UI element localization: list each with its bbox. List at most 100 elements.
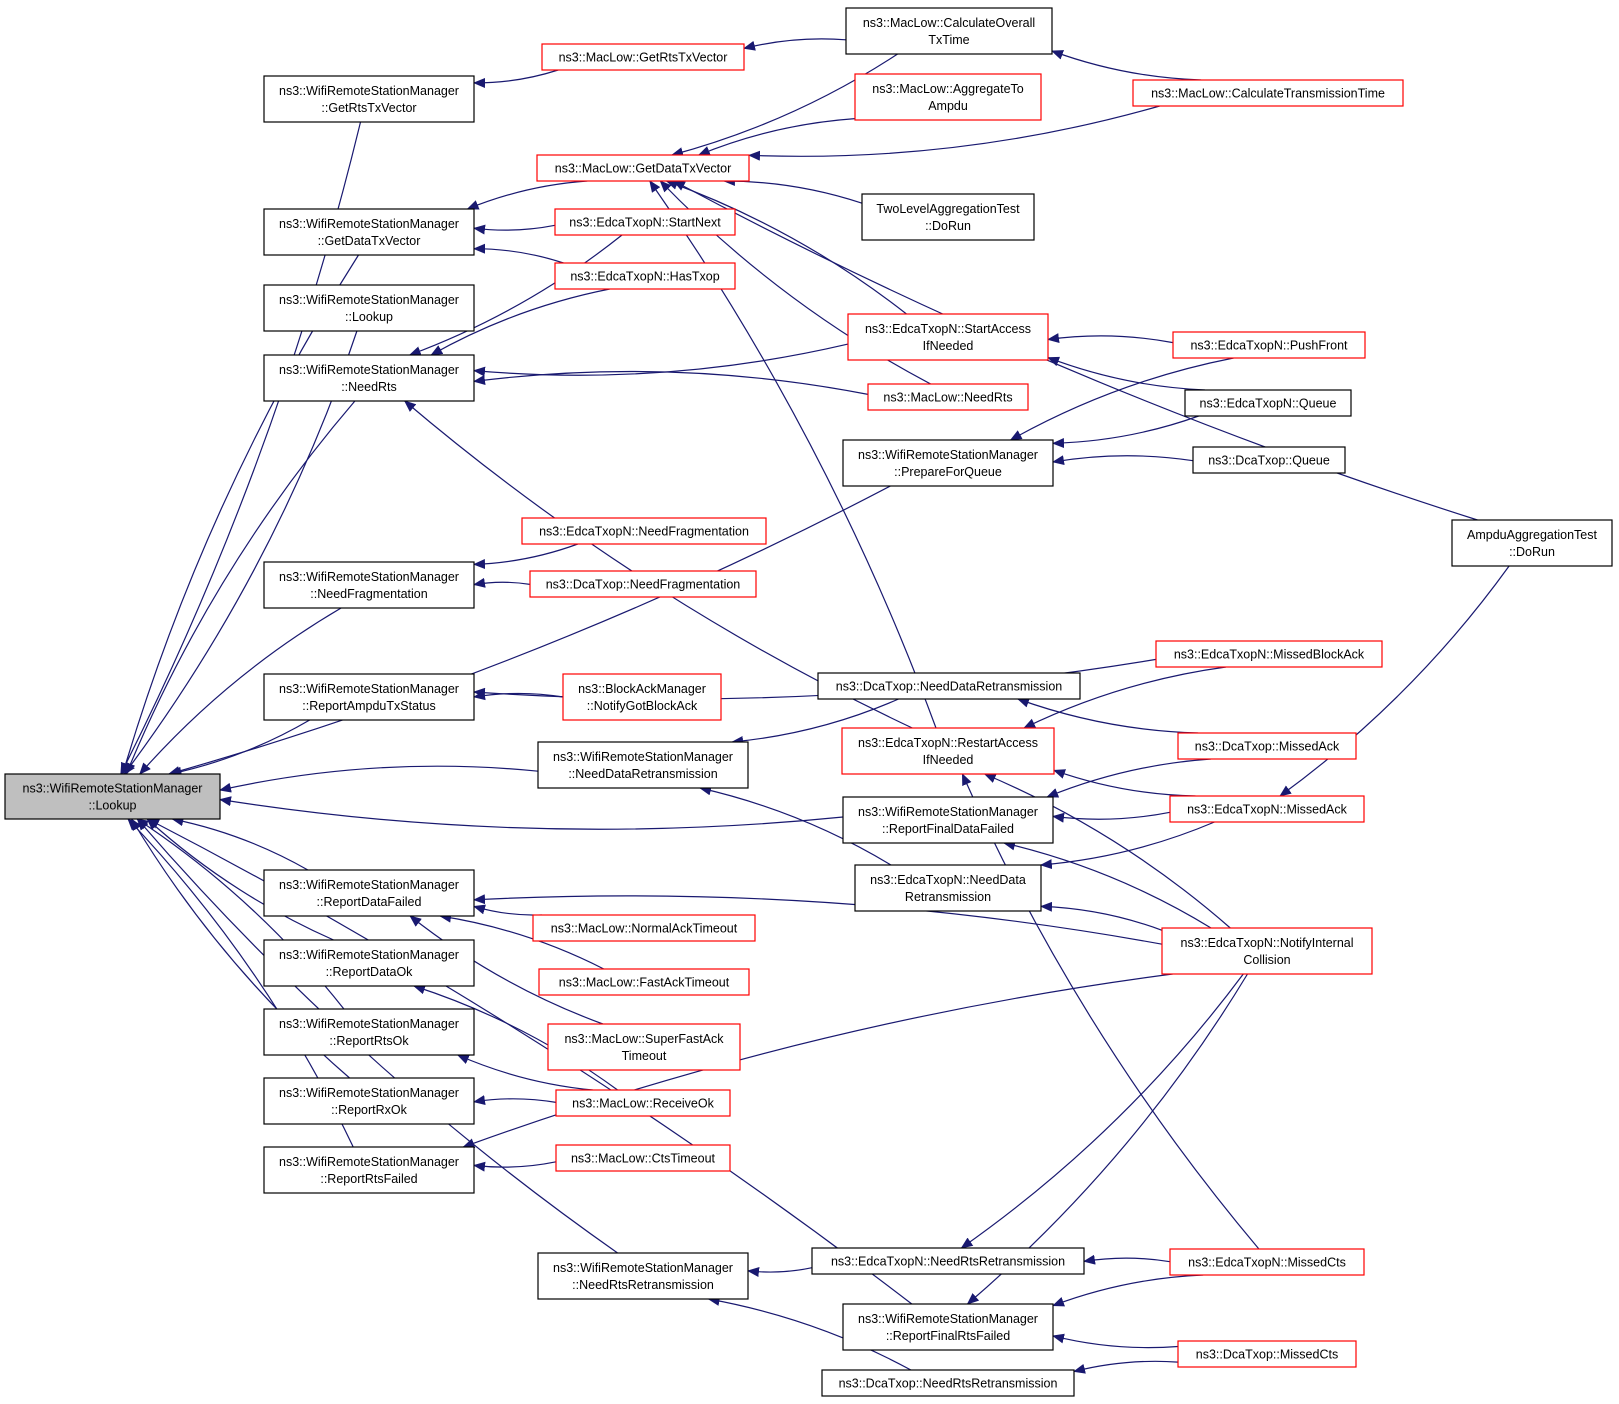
node-w-getrts[interactable]: ns3::WifiRemoteStationManager::GetRtsTxV… <box>263 75 475 123</box>
node-label: ns3::EdcaTxopN::MissedCts <box>1188 1256 1346 1270</box>
node-w-reportrtsfailed[interactable]: ns3::WifiRemoteStationManager::ReportRts… <box>263 1146 475 1194</box>
node-label: ns3::MacLow::GetDataTxVector <box>555 162 731 176</box>
edge-m_getrts-to-w_getrts <box>473 69 559 88</box>
edge-e_notifycollision-to-e_restartaccess <box>983 773 1231 929</box>
node-e-missedblockack[interactable]: ns3::EdcaTxopN::MissedBlockAck <box>1155 640 1383 668</box>
node-box <box>1172 331 1366 359</box>
node-box <box>842 1303 1054 1351</box>
node-w-reportrtsok[interactable]: ns3::WifiRemoteStationManager::ReportRts… <box>263 1008 475 1056</box>
node-label: ns3::EdcaTxopN::NotifyInternal <box>1181 936 1354 950</box>
node-box <box>1155 640 1383 668</box>
edge-e_startnext-to-w_needrts <box>408 234 623 356</box>
edge-w_needrts-to-root <box>125 400 356 775</box>
node-w-reportfinalrts[interactable]: ns3::WifiRemoteStationManager::ReportFin… <box>842 1303 1054 1351</box>
node-d-queue[interactable]: ns3::DcaTxop::Queue <box>1192 446 1346 474</box>
edge-w_needdataretx-to-root <box>219 765 539 793</box>
node-label: ::Lookup <box>345 310 393 324</box>
node-e-needrtsretx[interactable]: ns3::EdcaTxopN::NeedRtsRetransmission <box>811 1247 1085 1275</box>
node-w-reportdataok[interactable]: ns3::WifiRemoteStationManager::ReportDat… <box>263 939 475 987</box>
edge-e_needfrag-to-w_needfrag <box>473 543 579 570</box>
edge-w_needfrag-to-root <box>139 607 342 775</box>
node-label: Retransmission <box>905 890 991 904</box>
node-label: ns3::DcaTxop::MissedAck <box>1195 740 1340 754</box>
node-e-needdataretx[interactable]: ns3::EdcaTxopN::NeedDataRetransmission <box>854 864 1042 912</box>
node-box <box>821 1369 1075 1397</box>
node-root[interactable]: ns3::WifiRemoteStationManager::Lookup <box>4 773 221 820</box>
node-w-reportrxok[interactable]: ns3::WifiRemoteStationManager::ReportRxO… <box>263 1077 475 1125</box>
node-e-startnext[interactable]: ns3::EdcaTxopN::StartNext <box>554 208 736 236</box>
edge-m_fastack-to-w_reportdatafailed <box>439 912 605 970</box>
node-box <box>263 673 475 721</box>
node-w-reportdatafailed[interactable]: ns3::WifiRemoteStationManager::ReportDat… <box>263 869 475 917</box>
node-w-reportampdu[interactable]: ns3::WifiRemoteStationManager::ReportAmp… <box>263 673 475 721</box>
node-label: ns3::EdcaTxopN::Queue <box>1200 397 1337 411</box>
node-m-getrts[interactable]: ns3::MacLow::GetRtsTxVector <box>541 43 745 71</box>
node-twolevel[interactable]: TwoLevelAggregationTest::DoRun <box>861 193 1035 241</box>
node-m-needrts[interactable]: ns3::MacLow::NeedRts <box>867 383 1029 411</box>
node-m-ctstimeout[interactable]: ns3::MacLow::CtsTimeout <box>555 1144 731 1172</box>
edge-e_hastxop-to-w_getdata <box>473 243 564 264</box>
node-box <box>263 561 475 609</box>
edge-e_pushfront-to-e_startaccess <box>1047 333 1174 344</box>
node-label: ns3::MacLow::GetRtsTxVector <box>559 51 728 65</box>
node-w-prepare[interactable]: ns3::WifiRemoteStationManager::PrepareFo… <box>842 439 1054 487</box>
node-w-needdataretx[interactable]: ns3::WifiRemoteStationManager::NeedDataR… <box>537 741 749 789</box>
node-label: ns3::EdcaTxopN::MissedBlockAck <box>1174 648 1365 662</box>
nodes-layer: ns3::WifiRemoteStationManager::Lookupns3… <box>4 7 1613 1397</box>
node-w-needrts[interactable]: ns3::WifiRemoteStationManager::NeedRts <box>263 354 475 402</box>
node-box <box>554 208 736 236</box>
node-m-calctrans[interactable]: ns3::MacLow::CalculateTransmissionTime <box>1132 79 1404 107</box>
node-d-missedcts[interactable]: ns3::DcaTxop::MissedCts <box>1177 1340 1357 1368</box>
node-label: ns3::WifiRemoteStationManager <box>858 805 1038 819</box>
node-ampdutest[interactable]: AmpduAggregationTest::DoRun <box>1451 519 1613 567</box>
edge-d_missedcts-to-d_needrtsretx <box>1073 1360 1179 1374</box>
node-w-needrtsretx[interactable]: ns3::WifiRemoteStationManager::NeedRtsRe… <box>537 1252 749 1300</box>
node-d-missedack[interactable]: ns3::DcaTxop::MissedAck <box>1177 732 1357 760</box>
node-label: ns3::EdcaTxopN::NeedRtsRetransmission <box>831 1255 1065 1269</box>
node-label: ns3::WifiRemoteStationManager <box>279 293 459 307</box>
node-label: IfNeeded <box>923 753 974 767</box>
node-box <box>263 869 475 917</box>
edge-d_needdataretx-to-w_needdataretx <box>731 698 899 746</box>
node-label: ns3::EdcaTxopN::StartAccess <box>865 322 1031 336</box>
edge-e_startaccess-to-m_getdata <box>665 180 907 315</box>
node-e-pushfront[interactable]: ns3::EdcaTxopN::PushFront <box>1172 331 1366 359</box>
node-d-needdataretx[interactable]: ns3::DcaTxop::NeedDataRetransmission <box>817 672 1081 700</box>
node-box <box>263 1077 475 1125</box>
node-d-needrtsretx[interactable]: ns3::DcaTxop::NeedRtsRetransmission <box>821 1369 1075 1397</box>
node-box <box>263 354 475 402</box>
node-box <box>537 1252 749 1300</box>
node-w-getdata[interactable]: ns3::WifiRemoteStationManager::GetDataTx… <box>263 208 475 256</box>
node-box <box>554 262 736 290</box>
node-label: ::NeedRtsRetransmission <box>572 1278 714 1292</box>
node-e-missedack[interactable]: ns3::EdcaTxopN::MissedAck <box>1169 795 1365 823</box>
node-box <box>521 517 767 545</box>
node-m-getdata[interactable]: ns3::MacLow::GetDataTxVector <box>536 154 750 182</box>
node-e-hastxop[interactable]: ns3::EdcaTxopN::HasTxop <box>554 262 736 290</box>
node-w-needfrag[interactable]: ns3::WifiRemoteStationManager::NeedFragm… <box>263 561 475 609</box>
node-w-lookup[interactable]: ns3::WifiRemoteStationManager::Lookup <box>263 284 475 332</box>
node-e-queue[interactable]: ns3::EdcaTxopN::Queue <box>1184 389 1352 417</box>
node-m-normalack[interactable]: ns3::MacLow::NormalAckTimeout <box>532 914 756 942</box>
node-label: ns3::MacLow::FastAckTimeout <box>559 976 730 990</box>
node-m-fastack[interactable]: ns3::MacLow::FastAckTimeout <box>538 968 750 996</box>
edge-m_calcoverall-to-m_getrts <box>743 38 847 51</box>
edge-m_ctstimeout-to-w_reportrtsfailed <box>473 1161 557 1172</box>
node-label: Collision <box>1243 953 1290 967</box>
node-e-needfrag[interactable]: ns3::EdcaTxopN::NeedFragmentation <box>521 517 767 545</box>
node-label: ns3::BlockAckManager <box>578 682 706 696</box>
node-d-needfrag[interactable]: ns3::DcaTxop::NeedFragmentation <box>529 570 757 598</box>
node-b-notify[interactable]: ns3::BlockAckManager::NotifyGotBlockAck <box>562 673 722 721</box>
node-m-receiveok[interactable]: ns3::MacLow::ReceiveOk <box>555 1089 731 1117</box>
node-e-missedcts[interactable]: ns3::EdcaTxopN::MissedCts <box>1169 1248 1365 1276</box>
edge-m_superfast-to-w_reportdatafailed <box>409 915 604 1025</box>
node-label: ns3::WifiRemoteStationManager <box>553 750 733 764</box>
node-w-reportfinaldata[interactable]: ns3::WifiRemoteStationManager::ReportFin… <box>842 796 1054 844</box>
edge-e_notifycollision-to-w_reportdatafailed <box>473 894 1163 945</box>
